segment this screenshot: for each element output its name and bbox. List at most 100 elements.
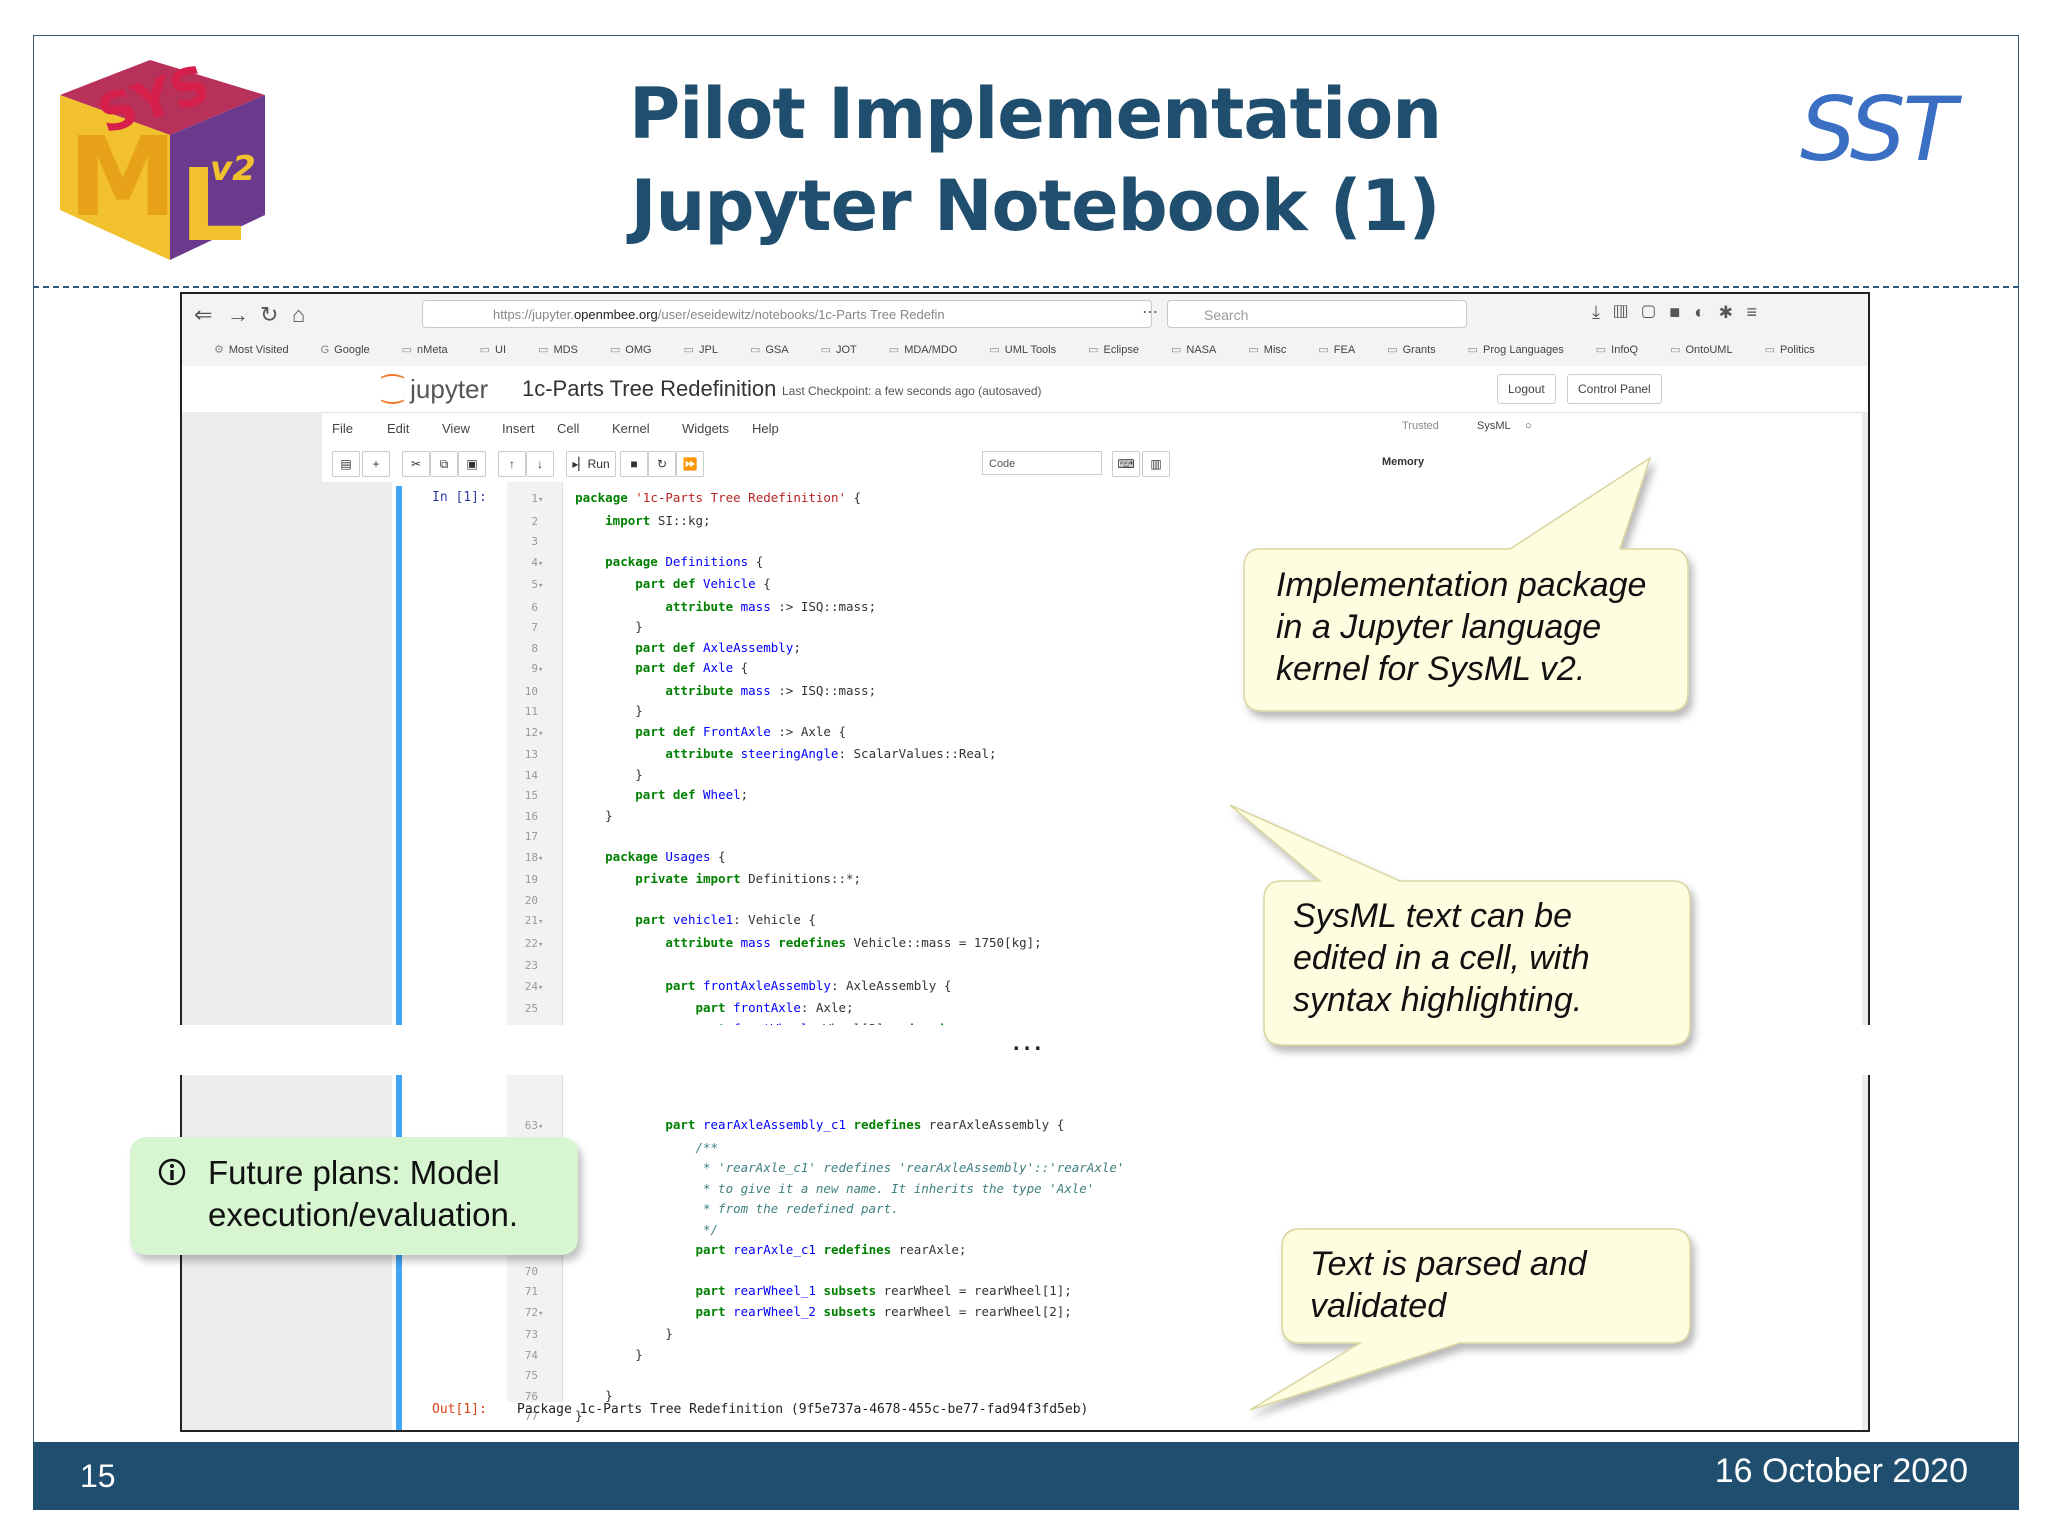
info-icon: [158, 1158, 186, 1186]
reload-icon[interactable]: ↻: [260, 302, 279, 327]
jupyter-header: ⁐ jupyter 1c-Parts Tree Redefinition Las…: [182, 366, 1868, 412]
bookmark-label: InfoQ: [1611, 344, 1639, 356]
notebook-title[interactable]: 1c-Parts Tree Redefinition: [522, 376, 777, 401]
bookmark-item[interactable]: ▭MDS: [522, 334, 578, 366]
restart-icon[interactable]: ↻: [648, 451, 676, 477]
menu-widgets[interactable]: Widgets: [682, 421, 729, 436]
sysml-v2-logo: SYS M L v2: [60, 54, 265, 264]
paste-icon[interactable]: ▣: [458, 451, 486, 477]
output-prompt: Out[1]:: [432, 1402, 487, 1417]
menu-help[interactable]: Help: [752, 421, 779, 436]
logout-button[interactable]: Logout: [1497, 374, 1556, 404]
svg-text:L: L: [180, 147, 244, 264]
notebook-menubar: File Edit View Insert Cell Kernel Widgets Help: [322, 412, 1862, 447]
bookmark-label: Eclipse: [1103, 344, 1139, 356]
callout-editing-line: SysML text can be: [1293, 897, 1573, 935]
bookmark-label: OMG: [625, 344, 652, 356]
menu-file[interactable]: File: [332, 421, 353, 436]
callout-editing: SysML text can be edited in a cell, with…: [1293, 895, 1590, 1021]
menu-view[interactable]: View: [442, 421, 470, 436]
menu-insert[interactable]: Insert: [502, 421, 535, 436]
bookmark-label: GSA: [765, 344, 789, 356]
bookmark-item[interactable]: ▭nMeta: [386, 334, 448, 366]
slide-title: Pilot Implementation Jupyter Notebook (1…: [560, 68, 1510, 252]
trusted-indicator[interactable]: Trusted: [1402, 420, 1439, 432]
url-bar[interactable]: https://jupyter.openmbee.org/user/eseide…: [422, 300, 1152, 328]
move-down-icon[interactable]: ↓: [526, 451, 554, 477]
add-cell-icon[interactable]: +: [362, 451, 390, 477]
bookmark-item[interactable]: ▭Prog Languages: [1452, 334, 1564, 366]
bookmark-item[interactable]: ▭ UI: [464, 334, 506, 366]
bookmark-label: JOT: [836, 344, 857, 356]
kernel-name[interactable]: SysML: [1477, 420, 1511, 432]
bookmark-item[interactable]: ▭ Eclipse: [1072, 334, 1139, 366]
bookmark-item[interactable]: ▭ JOT: [805, 334, 857, 366]
folder-icon: ▭: [749, 344, 761, 356]
bookmark-label: Prog Languages: [1483, 344, 1564, 356]
bookmark-item[interactable]: ▭OntoUML: [1654, 334, 1732, 366]
input-prompt: In [1]:: [432, 490, 487, 505]
footer-bar: [33, 1442, 2019, 1510]
sst-logo: SST: [1800, 78, 1956, 181]
cell-output: Package 1c-Parts Tree Redefinition (9f5e…: [517, 1402, 1089, 1417]
copy-icon[interactable]: ⧉: [430, 451, 458, 477]
menu-edit[interactable]: Edit: [387, 421, 410, 436]
bookmark-label: UML Tools: [1004, 344, 1057, 356]
bookmark-item[interactable]: ▭OMG: [594, 334, 652, 366]
restart-run-icon[interactable]: ⏩: [676, 451, 704, 477]
bookmark-label: Most Visited: [228, 344, 289, 356]
move-up-icon[interactable]: ↑: [498, 451, 526, 477]
bookmark-label: Misc: [1263, 344, 1287, 356]
run-button[interactable]: ▸▏Run: [566, 451, 616, 477]
search-input[interactable]: Search: [1167, 300, 1467, 328]
bookmark-label: UI: [495, 344, 507, 356]
google-icon: G: [320, 344, 330, 356]
command-palette-icon[interactable]: ⌨: [1112, 451, 1140, 477]
chart-icon[interactable]: ▥: [1142, 451, 1170, 477]
code-editor-top[interactable]: 1▾ package '1c-Parts Tree Redefinition' …: [524, 490, 1042, 1058]
bookmark-item[interactable]: ▭Politics: [1749, 334, 1815, 366]
stop-icon[interactable]: ■: [620, 451, 648, 477]
bookmark-item[interactable]: ⚙ Most Visited: [198, 334, 289, 366]
bookmark-item[interactable]: ▭NASA: [1155, 334, 1216, 366]
bookmark-item[interactable]: ▭JPL: [668, 334, 718, 366]
folder-icon: ▭: [479, 344, 491, 356]
jupyter-logo[interactable]: ⁐ jupyter: [382, 374, 488, 405]
svg-text:v2: v2: [210, 149, 256, 189]
menu-kernel[interactable]: Kernel: [612, 421, 650, 436]
bookmark-item[interactable]: ▭UML Tools: [973, 334, 1056, 366]
more-icon[interactable]: ⋯: [1142, 304, 1158, 321]
forward-icon[interactable]: →: [227, 302, 249, 327]
callout-editing-line: edited in a cell, with: [1293, 939, 1590, 977]
home-icon[interactable]: ⌂: [292, 302, 306, 327]
folder-icon: ▭: [820, 344, 831, 356]
menu-cell[interactable]: Cell: [557, 421, 580, 436]
back-icon[interactable]: ⇐: [194, 302, 213, 327]
callout-editing-line: syntax highlighting.: [1293, 981, 1583, 1019]
url-prefix: https://jupyter.: [493, 307, 574, 322]
url-domain: openmbee.org: [573, 307, 658, 322]
gear-icon: ⚙: [214, 344, 224, 356]
callout-implementation: Implementation package in a Jupyter lang…: [1276, 564, 1646, 690]
control-panel-button[interactable]: Control Panel: [1567, 374, 1662, 404]
bookmark-item[interactable]: ▭FEA: [1302, 334, 1355, 366]
bookmark-item[interactable]: ▭ GSA: [734, 334, 789, 366]
bookmark-item[interactable]: ▭Misc: [1232, 334, 1286, 366]
cell-type-select[interactable]: Code: [982, 451, 1102, 475]
callout-implementation-line: kernel for SysML v2.: [1276, 650, 1586, 688]
bookmark-label: NASA: [1186, 344, 1217, 356]
browser-toolbar-icons[interactable]: ⤓▥▢■◐✱≡: [1592, 302, 1771, 322]
callout-implementation-line: Implementation package: [1276, 566, 1647, 604]
notebook-toolbar: ▤ + ✂ ⧉ ▣ ↑ ↓ ▸▏Run ■ ↻ ⏩ Code ⌨ ▥ Memor…: [322, 446, 1862, 482]
cut-icon[interactable]: ✂: [402, 451, 430, 477]
save-icon[interactable]: ▤: [332, 451, 360, 477]
jupyter-logo-text: jupyter: [410, 374, 489, 404]
bookmark-item[interactable]: ▭Grants: [1371, 334, 1435, 366]
bookmark-item[interactable]: ▭InfoQ: [1580, 334, 1638, 366]
folder-icon: ▭: [1088, 344, 1099, 356]
bookmark-label: nMeta: [417, 344, 448, 356]
bookmark-item[interactable]: ▭MDA/MDO: [873, 334, 958, 366]
jupyter-logo-icon: ⁐: [382, 374, 411, 404]
